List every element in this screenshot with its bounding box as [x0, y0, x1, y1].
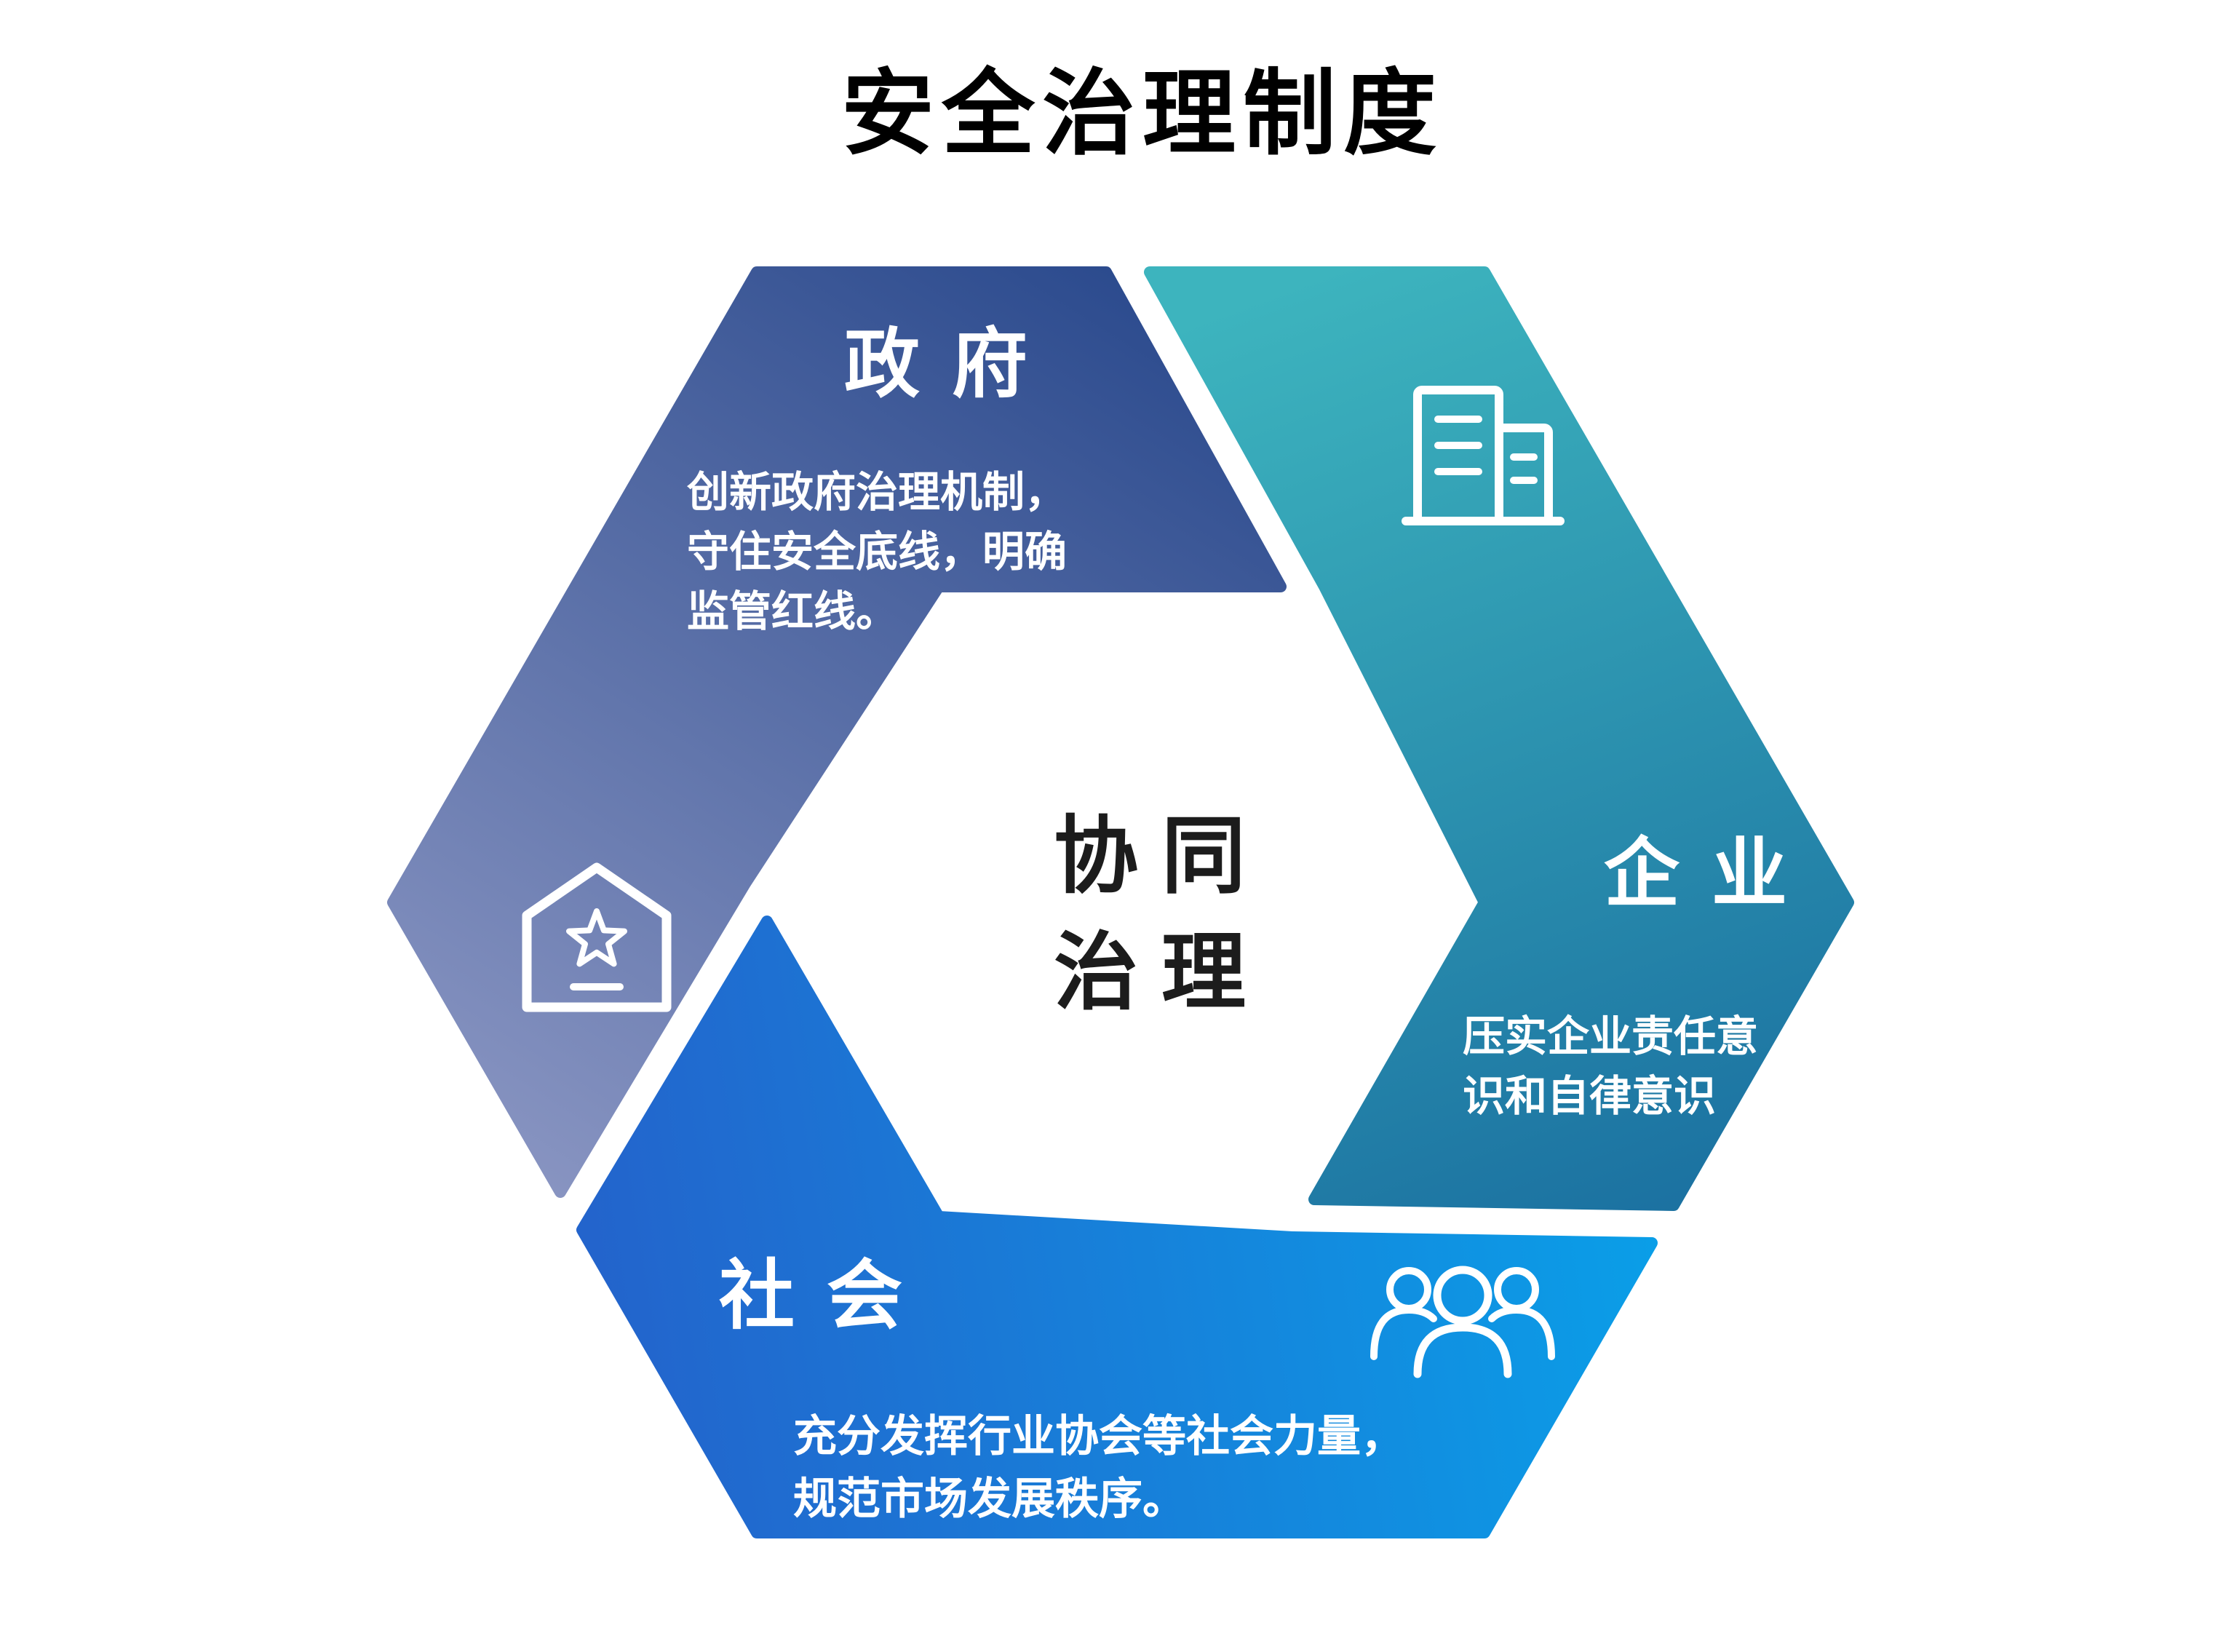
center-label-line1: 协同: [1054, 807, 1269, 905]
center-label-line2: 治理: [1054, 924, 1269, 1022]
office-buildings-icon: [1402, 386, 1565, 525]
society-desc-line1: 充分发挥行业协会等社会力量，: [793, 1411, 1404, 1462]
people-group-icon: [1370, 1266, 1555, 1378]
society-section: 社会 充分发挥行业协会等社会力量， 规范市场发展秩序。: [719, 1251, 1555, 1525]
government-house-star-icon: [522, 862, 672, 1012]
government-label: 政府: [844, 319, 1060, 408]
government-desc-line1: 创新政府治理机制，: [687, 467, 1067, 517]
society-label: 社会: [719, 1251, 934, 1340]
government-desc-line2: 守住安全底线，明确: [687, 527, 1067, 576]
enterprise-arrow: [1144, 266, 1854, 1211]
society-arrow: [576, 916, 1658, 1538]
government-desc-line3: 监管红线。: [687, 587, 898, 636]
enterprise-desc-line2: 识和自律意识: [1463, 1071, 1716, 1121]
society-desc-line2: 规范市场发展秩序。: [793, 1474, 1186, 1525]
government-section: 政府 创新政府治理机制， 守住安全底线，明确 监管红线。: [522, 319, 1067, 1012]
center-label: 协同 治理: [1054, 807, 1269, 1022]
page-title: 安全治理制度: [841, 60, 1444, 168]
enterprise-section: 企业 压实企业责任意 识和自律意识: [1402, 386, 1819, 1121]
enterprise-desc-line1: 压实企业责任意: [1463, 1012, 1758, 1061]
enterprise-label: 企业: [1604, 829, 1819, 918]
